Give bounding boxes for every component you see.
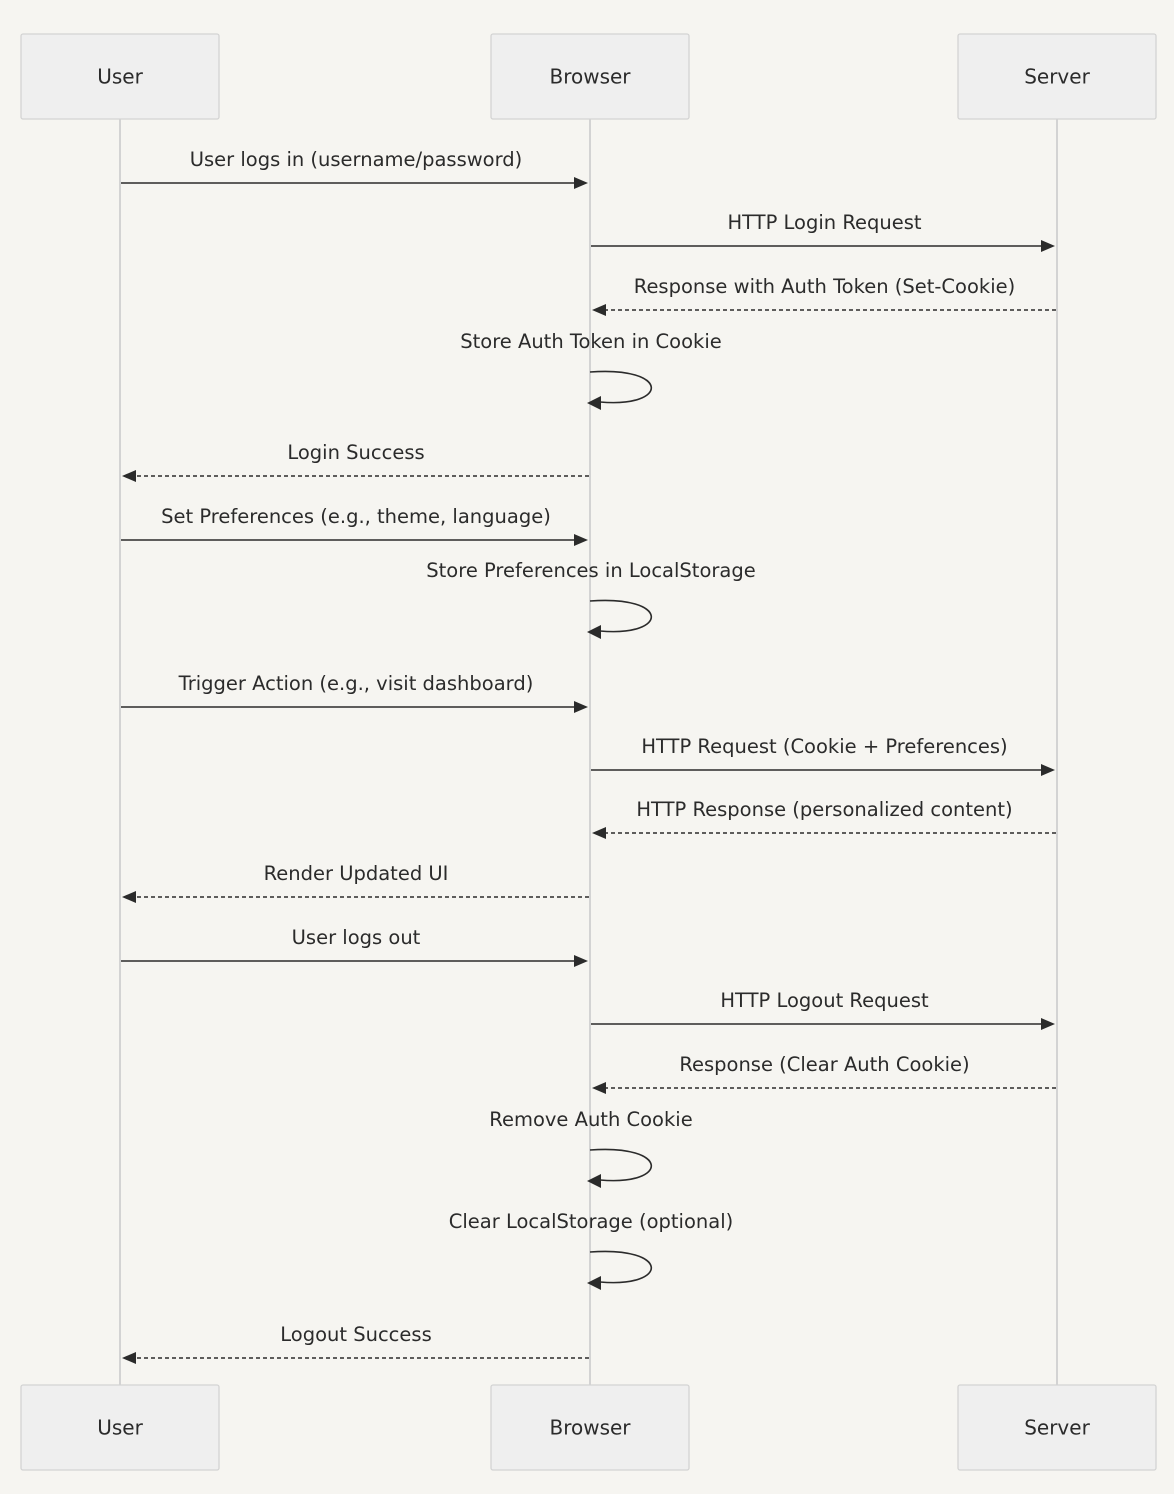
message-16-label: Clear LocalStorage (optional) [449, 1210, 733, 1233]
browser-actor-bottom: Browser [490, 1384, 690, 1471]
server-actor-box [957, 33, 1157, 120]
message-12-label: User logs out [292, 926, 421, 949]
browser-actor-box [490, 1384, 690, 1471]
message-16-arrowhead [587, 1276, 601, 1290]
message-4-arrowhead [587, 396, 601, 410]
browser-actor-top: Browser [490, 33, 690, 120]
user-actor-top: User [20, 33, 220, 120]
message-2-arrowhead [1041, 240, 1055, 252]
message-3-arrowhead [592, 304, 606, 316]
server-actor-bottom: Server [957, 1384, 1157, 1471]
user-actor-box [20, 1384, 220, 1471]
message-9-arrowhead [1041, 764, 1055, 776]
message-14: Response (Clear Auth Cookie) [592, 1053, 1056, 1094]
message-10: HTTP Response (personalized content) [592, 798, 1056, 839]
message-8: Trigger Action (e.g., visit dashboard) [121, 672, 588, 713]
server-actor-label: Server [1024, 65, 1090, 89]
message-13: HTTP Logout Request [591, 989, 1055, 1030]
message-1: User logs in (username/password) [121, 148, 588, 189]
message-12-arrowhead [574, 955, 588, 967]
message-4: Store Auth Token in Cookie [460, 330, 722, 410]
message-6: Set Preferences (e.g., theme, language) [121, 505, 588, 546]
message-17: Logout Success [122, 1323, 589, 1364]
server-actor-top: Server [957, 33, 1157, 120]
message-6-arrowhead [574, 534, 588, 546]
server-actor-label: Server [1024, 1416, 1090, 1440]
user-actor-label: User [97, 1416, 143, 1440]
message-15: Remove Auth Cookie [489, 1108, 693, 1188]
message-16-loop [589, 1250, 653, 1284]
message-11-arrowhead [122, 891, 136, 903]
message-9-label: HTTP Request (Cookie + Preferences) [641, 735, 1007, 758]
message-5-arrowhead [122, 470, 136, 482]
message-4-loop [589, 370, 653, 404]
message-7-arrowhead [587, 625, 601, 639]
message-4-label: Store Auth Token in Cookie [460, 330, 721, 353]
message-3: Response with Auth Token (Set-Cookie) [592, 275, 1056, 316]
message-14-arrowhead [592, 1082, 606, 1094]
user-actor-bottom: User [20, 1384, 220, 1471]
message-15-arrowhead [587, 1174, 601, 1188]
user-actor-label: User [97, 65, 143, 89]
message-2-label: HTTP Login Request [727, 211, 921, 234]
message-14-label: Response (Clear Auth Cookie) [679, 1053, 969, 1076]
browser-actor-label: Browser [549, 1416, 631, 1440]
message-12: User logs out [121, 926, 588, 967]
message-7-loop [589, 599, 653, 633]
message-6-label: Set Preferences (e.g., theme, language) [161, 505, 551, 528]
message-5-label: Login Success [287, 441, 424, 464]
message-7-label: Store Preferences in LocalStorage [426, 559, 755, 582]
message-7: Store Preferences in LocalStorage [426, 559, 756, 639]
message-17-arrowhead [122, 1352, 136, 1364]
browser-actor-label: Browser [549, 65, 631, 89]
browser-actor-box [490, 33, 690, 120]
message-13-arrowhead [1041, 1018, 1055, 1030]
message-13-label: HTTP Logout Request [720, 989, 929, 1012]
message-1-arrowhead [574, 177, 588, 189]
message-16: Clear LocalStorage (optional) [449, 1210, 733, 1290]
message-15-label: Remove Auth Cookie [489, 1108, 692, 1131]
message-10-arrowhead [592, 827, 606, 839]
message-1-label: User logs in (username/password) [190, 148, 523, 171]
message-5: Login Success [122, 441, 589, 482]
message-8-arrowhead [574, 701, 588, 713]
message-10-label: HTTP Response (personalized content) [636, 798, 1012, 821]
message-2: HTTP Login Request [591, 211, 1055, 252]
message-3-label: Response with Auth Token (Set-Cookie) [634, 275, 1015, 298]
message-11-label: Render Updated UI [264, 862, 449, 885]
message-17-label: Logout Success [280, 1323, 431, 1346]
message-9: HTTP Request (Cookie + Preferences) [591, 735, 1055, 776]
server-actor-box [957, 1384, 1157, 1471]
message-15-loop [589, 1148, 653, 1182]
message-8-label: Trigger Action (e.g., visit dashboard) [178, 672, 534, 695]
user-actor-box [20, 33, 220, 120]
message-11: Render Updated UI [122, 862, 589, 903]
